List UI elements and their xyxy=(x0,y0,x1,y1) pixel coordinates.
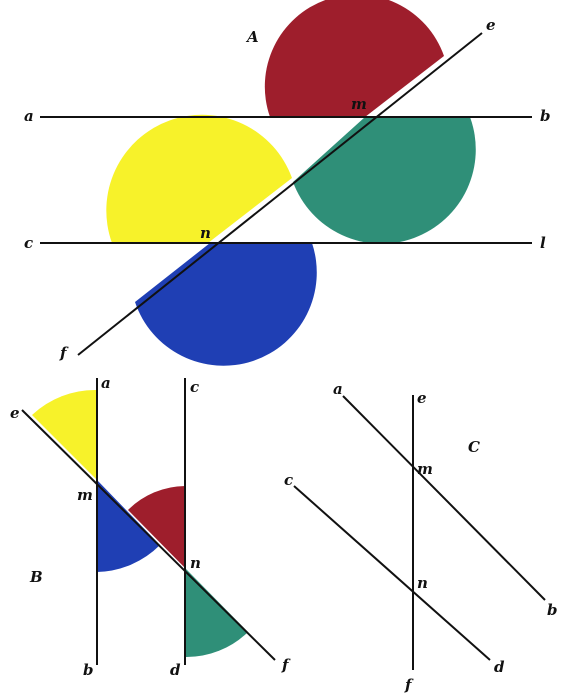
figure-b: B a b c d e f m n xyxy=(10,374,291,679)
fig-c-label-c: c xyxy=(284,471,293,489)
fig-b-blue-quarter xyxy=(97,480,160,572)
fig-b-label-e: e xyxy=(10,404,20,422)
fig-a-label-m: m xyxy=(351,95,367,113)
fig-a-transversal-ef xyxy=(77,32,483,356)
fig-a-label-b: b xyxy=(540,107,551,125)
fig-b-label-d: d xyxy=(170,661,181,679)
fig-c-label-f: f xyxy=(404,676,414,694)
fig-b-label-a: a xyxy=(101,374,111,392)
fig-a-label-c: c xyxy=(24,234,33,252)
fig-b-transversal-ef xyxy=(21,409,276,661)
fig-c-label-e: e xyxy=(417,389,427,407)
fig-b-label-c: c xyxy=(190,378,199,396)
fig-a-title: A xyxy=(245,28,259,46)
fig-c-title: C xyxy=(468,438,480,456)
fig-a-label-a: a xyxy=(24,107,34,125)
figure-c: C a b c d e f m n xyxy=(284,380,558,694)
figure-a: A a b c l e f m n xyxy=(24,0,551,366)
fig-b-label-m: m xyxy=(77,486,93,504)
fig-a-green-half-disc xyxy=(293,117,476,244)
fig-c-label-d: d xyxy=(494,658,505,676)
fig-b-label-f: f xyxy=(281,656,291,674)
fig-c-line-cd xyxy=(293,485,491,661)
fig-b-label-b: b xyxy=(83,661,94,679)
fig-b-yellow-quarter xyxy=(32,389,97,480)
fig-a-yellow-half-disc xyxy=(106,114,292,243)
fig-b-green-quarter xyxy=(185,568,248,658)
fig-a-red-half-disc xyxy=(264,0,444,117)
fig-c-label-a: a xyxy=(333,380,343,398)
fig-c-label-n: n xyxy=(417,574,428,592)
fig-b-red-quarter xyxy=(128,486,185,568)
fig-c-label-b: b xyxy=(547,601,558,619)
fig-b-label-n: n xyxy=(190,554,201,572)
fig-c-label-m: m xyxy=(417,460,433,478)
fig-a-label-n: n xyxy=(200,224,211,242)
fig-c-line-ab xyxy=(342,395,546,601)
fig-a-label-f: f xyxy=(59,344,69,362)
fig-a-label-e: e xyxy=(486,16,496,34)
fig-b-title: B xyxy=(29,568,43,586)
fig-a-label-l: l xyxy=(540,234,546,252)
fig-a-blue-half-disc xyxy=(135,243,317,366)
